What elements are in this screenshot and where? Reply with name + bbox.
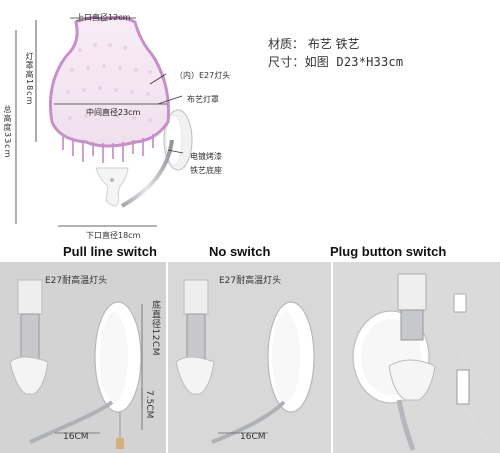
lamp-cup <box>95 167 129 207</box>
socket-label-photo-1: E27耐高温灯头 <box>45 276 108 286</box>
arm-length-dimension: 7.5CM <box>144 390 154 419</box>
panel-title-pull-line: Pull line switch <box>63 244 157 259</box>
width-dimension-photo-1: 16CM <box>63 432 89 442</box>
material-spec: 材质： 布艺 铁艺 <box>268 37 360 51</box>
width-dimension-photo-2: 16CM <box>240 432 266 442</box>
mid-diameter-label: 中间直径23cm <box>86 108 141 117</box>
base-diameter-dimension: 底直径12CM <box>150 300 160 357</box>
base-label-line1: 电镀烤漆 <box>190 152 222 161</box>
wall-plate-photo-2 <box>267 301 315 413</box>
total-height-label: 总高度33cm <box>3 105 12 159</box>
socket-photo-1 <box>9 279 49 395</box>
lamp-diagram <box>15 15 193 227</box>
base-label-line2: 铁艺底座 <box>190 166 222 175</box>
socket-label-photo-2: E27耐高温灯头 <box>219 276 282 286</box>
lamp-arm <box>121 139 174 208</box>
socket-label: （内）E27灯头 <box>175 71 231 80</box>
shade-label: 布艺灯罩 <box>187 95 219 104</box>
photo-pull-line-switch <box>0 262 166 453</box>
photo-plug-button-switch <box>333 262 500 453</box>
photo-no-switch <box>168 262 331 453</box>
socket-photo-2 <box>175 279 215 395</box>
dimension-lines <box>15 17 184 227</box>
bottom-diameter-label: 下口直径18cm <box>86 231 141 240</box>
size-spec: 尺寸：如图 D23*H33cm <box>268 55 404 69</box>
panel-title-no-switch: No switch <box>209 244 271 259</box>
wall-plate-photo-1 <box>94 301 142 413</box>
socket-photo-3 <box>388 273 436 401</box>
lamp-shade <box>48 15 170 163</box>
panel-title-plug-button: Plug button switch <box>330 244 447 259</box>
top-diameter-label: 上口直径12cm <box>76 13 131 22</box>
shade-height-label: 灯罩高18cm <box>25 52 34 106</box>
